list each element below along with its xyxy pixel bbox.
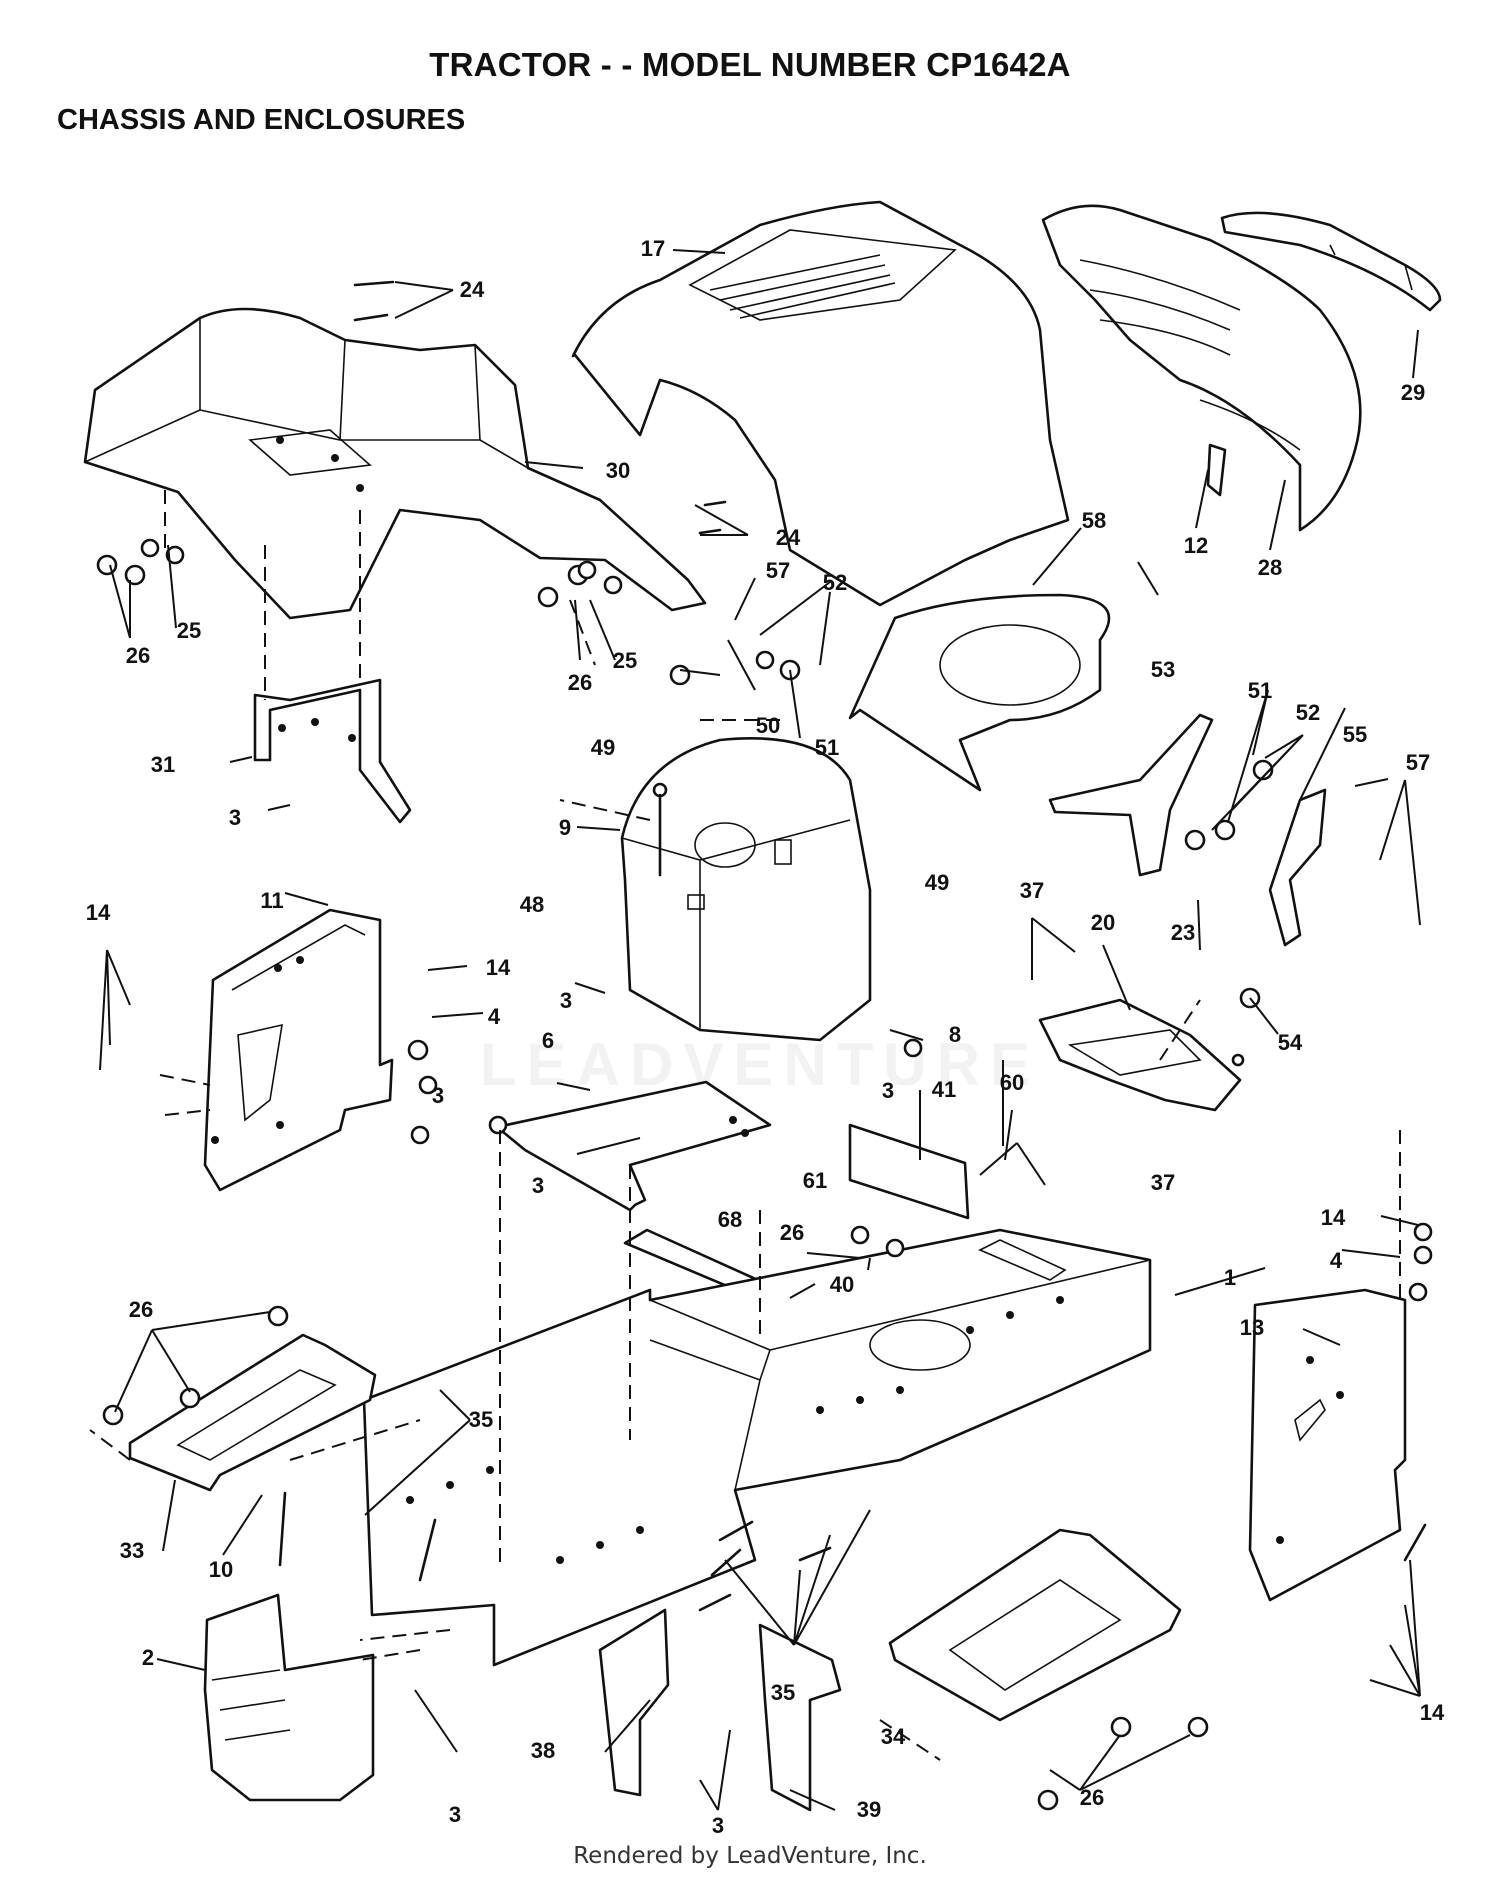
callout-54: 54 (1278, 1030, 1303, 1055)
callout-8: 8 (949, 1022, 961, 1047)
callout-31: 31 (151, 752, 175, 777)
callout-leaders (99, 249, 1421, 1811)
part-right-side-panel (1248, 1288, 1407, 1602)
callout-labels: 17 24 29 30 24 12 28 58 25 26 25 26 57 5… (86, 236, 1445, 1838)
callout-29: 29 (1401, 380, 1425, 405)
callout-26b: 26 (568, 670, 592, 695)
callout-23: 23 (1171, 920, 1195, 945)
callout-4a: 4 (488, 1004, 501, 1029)
callout-55: 55 (1343, 722, 1367, 747)
callout-37a: 37 (1020, 878, 1044, 903)
callout-48: 48 (520, 892, 544, 917)
part-bracket-left (598, 1608, 670, 1797)
callout-26c: 26 (780, 1220, 804, 1245)
part-support-plate (1038, 998, 1242, 1112)
part-main-frame (362, 1228, 1152, 1667)
callout-13: 13 (1240, 1315, 1264, 1340)
callout-2: 2 (142, 1645, 154, 1670)
callout-24: 24 (460, 277, 485, 302)
callout-14b: 14 (486, 955, 511, 980)
callout-3g: 3 (712, 1813, 724, 1838)
callout-50: 50 (756, 713, 780, 738)
callout-4b: 4 (1330, 1248, 1343, 1273)
callout-3a: 3 (229, 805, 241, 830)
callout-10: 10 (209, 1557, 233, 1582)
callout-3c: 3 (432, 1083, 444, 1108)
fasteners (96, 280, 1433, 1811)
part-floor-plate (495, 1080, 772, 1212)
part-right-footrest (888, 1528, 1182, 1722)
part-fender (83, 307, 707, 620)
callout-3f: 3 (449, 1802, 461, 1827)
callout-25: 25 (177, 618, 201, 643)
callout-25b: 25 (613, 648, 637, 673)
callout-20: 20 (1091, 910, 1115, 935)
part-latch (1206, 443, 1227, 497)
callout-3e: 3 (532, 1173, 544, 1198)
callout-26d: 26 (129, 1297, 153, 1322)
part-dash-panel (620, 737, 872, 1042)
callout-37b: 37 (1151, 1170, 1175, 1195)
callout-3b: 3 (560, 988, 572, 1013)
page-title: TRACTOR - - MODEL NUMBER CP1642A (429, 46, 1071, 83)
callout-39: 39 (857, 1797, 881, 1822)
callout-51b: 51 (1248, 678, 1272, 703)
callout-57b: 57 (1406, 750, 1430, 775)
part-left-footrest (128, 1333, 377, 1492)
part-shroud (848, 593, 1111, 792)
callout-12: 12 (1184, 533, 1208, 558)
callout-60: 60 (1000, 1070, 1024, 1095)
callout-14a: 14 (86, 900, 111, 925)
callout-57: 57 (766, 558, 790, 583)
callout-33: 33 (120, 1538, 144, 1563)
callout-35b: 35 (771, 1680, 795, 1705)
callout-11: 11 (260, 888, 283, 913)
callout-28: 28 (1258, 555, 1282, 580)
callout-52b: 52 (1296, 700, 1320, 725)
part-front-plate (203, 1593, 375, 1802)
callout-14d: 14 (1420, 1700, 1445, 1725)
callout-49b: 49 (925, 870, 949, 895)
callout-38: 38 (531, 1738, 555, 1763)
callout-34: 34 (881, 1724, 906, 1749)
callout-30: 30 (606, 458, 630, 483)
callout-17: 17 (641, 236, 665, 261)
footer-credit: Rendered by LeadVenture, Inc. (573, 1843, 927, 1869)
callout-68: 68 (718, 1207, 742, 1232)
callout-26e: 26 (1080, 1785, 1104, 1810)
callout-49: 49 (591, 735, 615, 760)
part-fender-bracket (253, 678, 412, 824)
callout-26: 26 (126, 643, 150, 668)
callout-53: 53 (1151, 657, 1175, 682)
callout-1: 1 (1224, 1265, 1236, 1290)
callout-24b: 24 (776, 525, 801, 550)
callout-58: 58 (1082, 508, 1106, 533)
part-rail-plate (848, 1123, 970, 1220)
part-left-side-panel (203, 908, 394, 1192)
callout-35a: 35 (469, 1407, 493, 1432)
callout-9: 9 (559, 815, 571, 840)
callout-14c: 14 (1321, 1205, 1346, 1230)
part-hood (571, 200, 1070, 607)
section-title: CHASSIS AND ENCLOSURES (57, 104, 466, 136)
callout-51: 51 (815, 735, 839, 760)
callout-52: 52 (823, 570, 847, 595)
part-grille (1041, 204, 1442, 532)
part-bracket-right (758, 1623, 842, 1812)
callout-40: 40 (830, 1272, 854, 1297)
part-steering-bracket (1048, 713, 1327, 947)
assembly-lines (89, 490, 1401, 1761)
callout-61: 61 (803, 1168, 827, 1193)
callout-41: 41 (932, 1077, 956, 1102)
callout-3d: 3 (882, 1078, 894, 1103)
callout-6: 6 (542, 1028, 554, 1053)
